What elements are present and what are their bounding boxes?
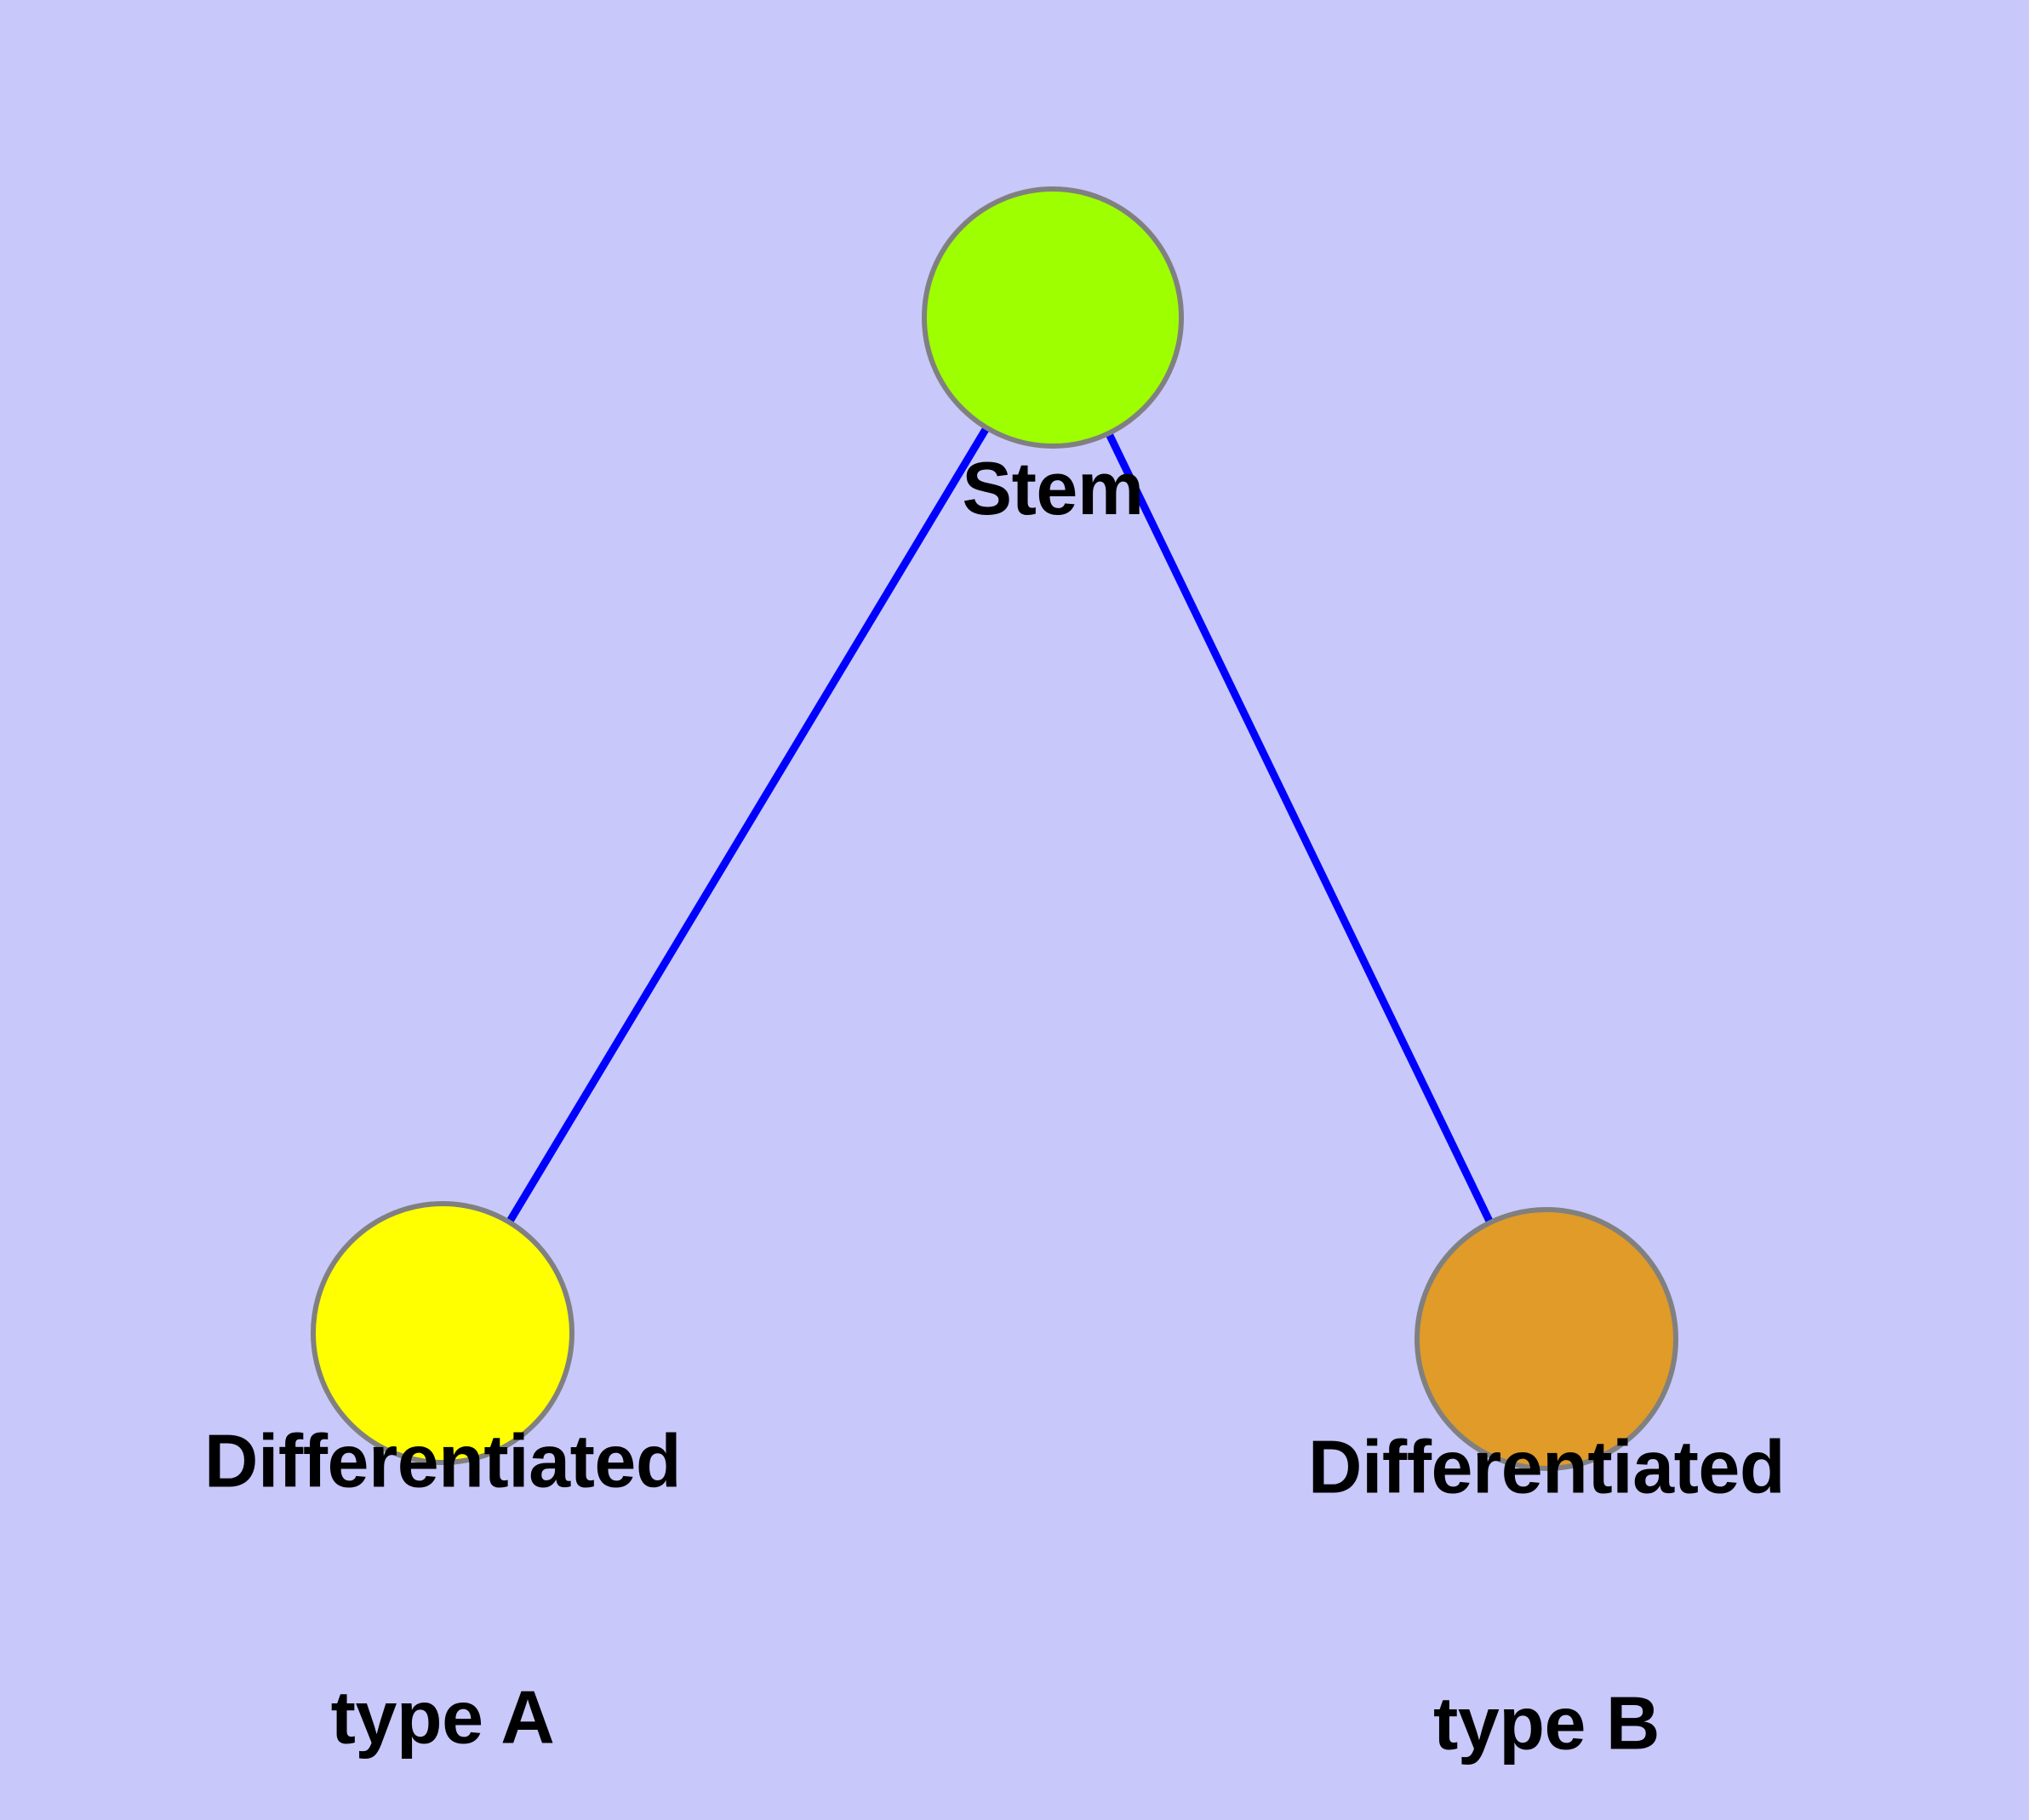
node-diff-b[interactable] [1415, 1207, 1678, 1471]
node-stem[interactable] [922, 186, 1184, 449]
edge-stem-to-diff-b [1049, 316, 1551, 1341]
node-layer [311, 186, 1678, 1471]
edge-layer [439, 315, 1551, 1341]
edge-stem-to-diff-a [439, 315, 1056, 1336]
node-diff-a[interactable] [311, 1201, 574, 1465]
